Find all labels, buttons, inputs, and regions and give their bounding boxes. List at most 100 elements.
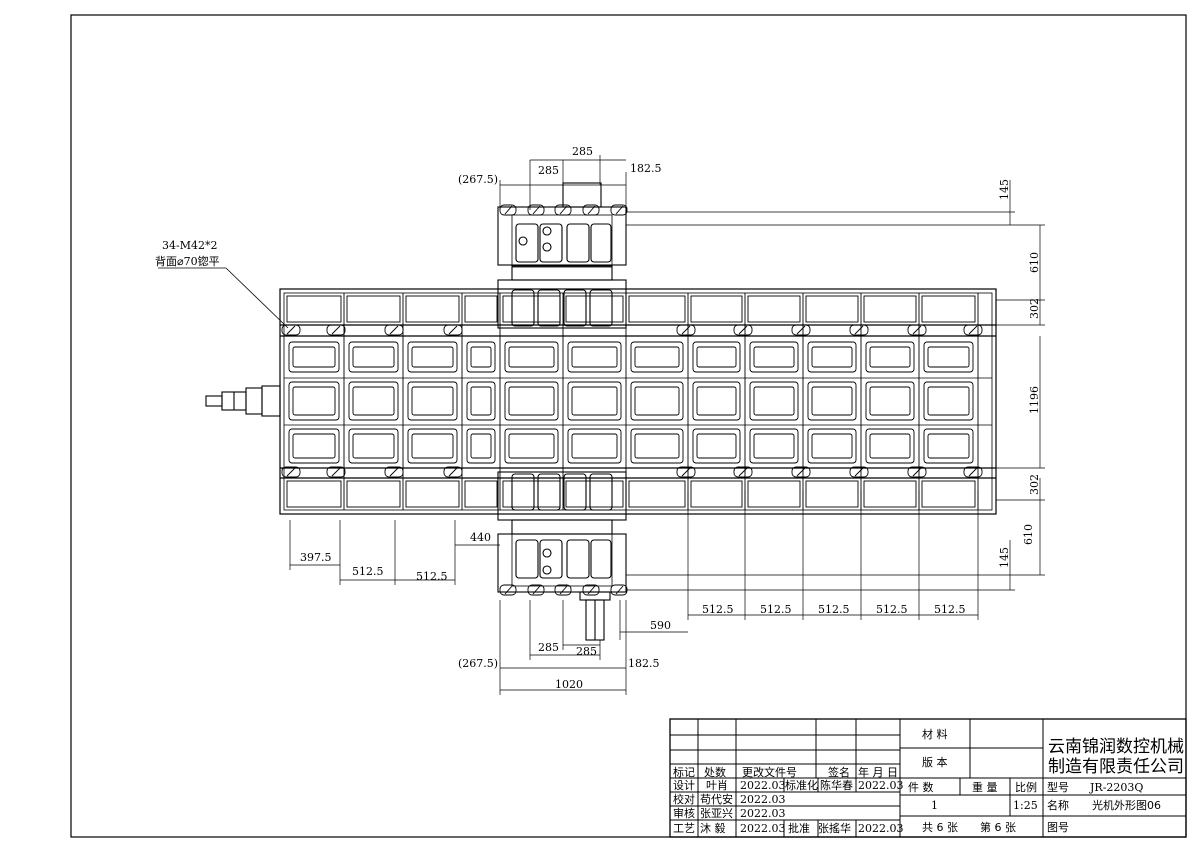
column-slot-mark: [499, 584, 517, 596]
t-slot-mark: [443, 324, 463, 336]
table-pocket-inner: [634, 386, 680, 416]
material-label: 材 料: [922, 727, 948, 741]
table-pocket-inner: [571, 386, 618, 416]
design-label: 设计: [673, 779, 695, 792]
table-pocket-inner: [696, 433, 737, 459]
company-line1: 云南锦润数控机械: [1048, 737, 1184, 757]
t-slot-mark: [733, 324, 753, 336]
table-pocket: [865, 341, 915, 373]
edge-cell: [628, 480, 686, 508]
column-slot-mark: [554, 584, 572, 596]
dim-bot-512-1: 512.5: [702, 603, 734, 616]
table-pocket-inner: [352, 433, 395, 459]
model-value: JR-2203Q: [1089, 781, 1143, 794]
dim-bot-285a: 285: [538, 641, 559, 654]
table-pocket: [407, 381, 458, 421]
t-slot-mark: [849, 466, 869, 478]
table-pocket-inner: [634, 433, 680, 459]
design-name: 叶肖: [706, 778, 728, 792]
t-slot-mark: [849, 324, 869, 336]
name-value: 光机外形图06: [1092, 798, 1161, 812]
dim-top-285a: 285: [538, 164, 559, 177]
column-slot-hatch: [615, 585, 624, 595]
t-slot-hatch: [448, 467, 458, 477]
table-pocket: [348, 428, 399, 464]
t-slot-hatch: [286, 325, 296, 335]
edge-cell: [805, 295, 859, 323]
table-pocket-inner: [634, 346, 680, 368]
table-pocket-inner: [869, 386, 911, 416]
table-pocket-inner: [696, 386, 737, 416]
table-pocket-inner: [292, 433, 336, 459]
t-slot-mark: [963, 324, 983, 336]
callout-line1: 34-M42*2: [162, 239, 217, 252]
std-date: 2022.03: [858, 779, 904, 792]
table-pocket: [692, 381, 741, 421]
hdr-file: 更改文件号: [742, 765, 797, 779]
edge-cell: [565, 480, 624, 508]
table-pocket: [749, 341, 799, 373]
edge-cell: [690, 295, 743, 323]
review-date: 2022.03: [740, 807, 786, 820]
edge-cell: [464, 480, 498, 508]
table-pocket: [466, 428, 496, 464]
edge-cell: [747, 295, 801, 323]
table-pocket: [923, 428, 974, 464]
review-name: 张亚兴: [700, 807, 733, 820]
t-slot-mark: [733, 466, 753, 478]
table-pocket: [466, 341, 496, 373]
table-pocket: [692, 341, 741, 373]
hdr-sign: 签名: [828, 765, 850, 779]
table-pocket: [630, 428, 684, 464]
edge-cell: [286, 480, 342, 508]
table-pocket-inner: [411, 386, 454, 416]
t-slot-mark: [907, 466, 927, 478]
process-date: 2022.03: [740, 822, 786, 835]
dim-bot-1020: 1020: [555, 678, 583, 691]
t-slot-hatch: [331, 467, 341, 477]
dim-bot-512-2: 512.5: [760, 603, 792, 616]
table-pocket: [807, 381, 857, 421]
qty-label: 件 数: [908, 781, 934, 794]
t-slot-mark: [791, 324, 811, 336]
t-slot-hatch: [912, 467, 922, 477]
sheet-text: 第 6 张: [980, 820, 1016, 834]
dim-right-145-bot: 145: [998, 547, 1011, 568]
table-pocket-inner: [571, 346, 618, 368]
table-pocket: [466, 381, 496, 421]
design-date: 2022.03: [740, 779, 786, 792]
dim-top-285b: 285: [572, 145, 593, 158]
table-pocket: [692, 428, 741, 464]
t-slot-hatch: [796, 467, 806, 477]
left-motor: [205, 385, 281, 417]
table-pocket: [567, 341, 622, 373]
table-pocket-inner: [411, 433, 454, 459]
table-pocket: [923, 341, 974, 373]
edge-cell: [405, 480, 460, 508]
sheets-text: 共 6 张: [922, 821, 958, 834]
table-pocket-inner: [869, 433, 911, 459]
check-label: 校对: [673, 792, 695, 806]
table-pocket: [630, 341, 684, 373]
dim-right-1196: 1196: [1028, 386, 1041, 414]
table-pocket: [865, 428, 915, 464]
dim-left-512a: 512.5: [352, 565, 384, 578]
table-pocket-inner: [470, 433, 492, 459]
column-slot-hatch: [559, 585, 568, 595]
table-pocket: [504, 381, 559, 421]
table-pocket: [807, 341, 857, 373]
table-pocket-inner: [508, 386, 555, 416]
dim-bot-512-3: 512.5: [818, 603, 850, 616]
edge-cell: [628, 295, 686, 323]
process-label: 工艺: [673, 822, 695, 835]
hdr-date: 年 月 日: [858, 765, 898, 779]
t-slot-hatch: [389, 325, 399, 335]
table-pocket: [504, 341, 559, 373]
check-date: 2022.03: [740, 793, 786, 806]
table-pocket-inner: [753, 346, 795, 368]
top-column: [497, 182, 627, 329]
edge-cell: [921, 295, 976, 323]
table-pocket-inner: [869, 346, 911, 368]
